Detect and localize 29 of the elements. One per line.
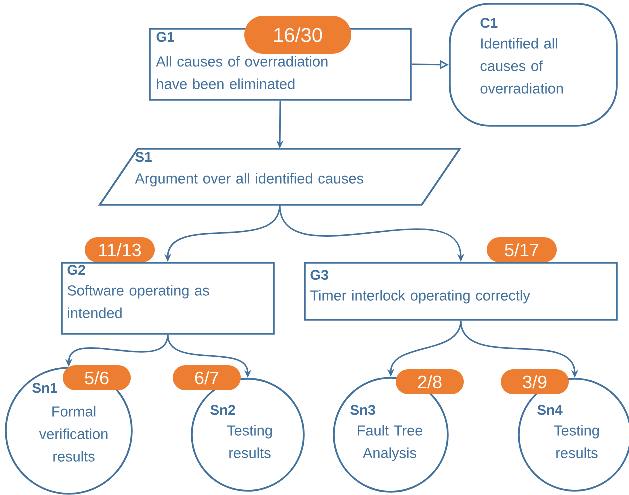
node-text: All causes of overradiation have been eliminated [156, 56, 328, 90]
node-heading: Sn1 [32, 383, 58, 394]
node-text: Timer interlock operating correctly [310, 290, 530, 304]
context-box [449, 3, 618, 127]
node-heading: C1 [480, 18, 498, 28]
node-text: Testing results [227, 425, 272, 458]
goal-box [61, 262, 275, 335]
score-badge: 11/13 [85, 238, 155, 262]
node-heading: G3 [310, 270, 328, 280]
score-badge: 6/7 [173, 366, 241, 390]
score-badge: 2/8 [396, 370, 464, 394]
node-heading: S1 [136, 152, 152, 162]
score-badge: 3/9 [501, 370, 569, 394]
node-heading: Sn4 [538, 405, 563, 416]
solution-circle [333, 377, 449, 493]
score-badge: 5/6 [63, 366, 131, 390]
score-badge: 16/30 [244, 16, 352, 54]
node-heading: Sn3 [350, 405, 376, 416]
node-text: Fault Tree Analysis [358, 425, 423, 462]
node-heading: G1 [156, 32, 174, 42]
node-heading: Sn2 [210, 405, 236, 416]
node-text: Software operating as intended [68, 285, 210, 318]
node-text: Argument over all identified causes [135, 173, 364, 187]
node-text: Identified all causes of overradiation [480, 38, 564, 94]
node-heading: G2 [68, 265, 86, 276]
goal-box [304, 262, 618, 321]
node-text: Formal verification results [39, 406, 108, 462]
node-text: Testing results [554, 425, 600, 458]
score-badge: 5/17 [487, 238, 557, 262]
